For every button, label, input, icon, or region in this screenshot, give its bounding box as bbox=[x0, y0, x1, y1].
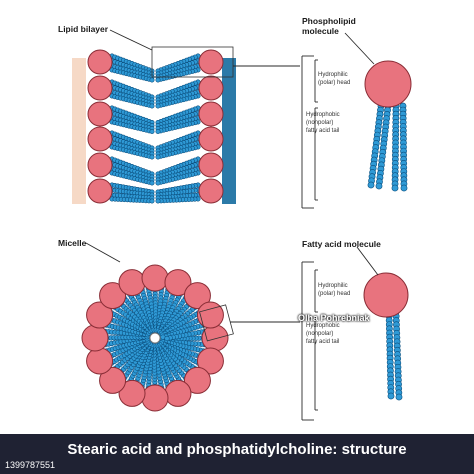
polar-head bbox=[118, 379, 146, 407]
tail-bead bbox=[387, 392, 395, 400]
hydrophilic-head-label-2-line1: Hydrophilic bbox=[318, 283, 348, 289]
tail-bead bbox=[149, 103, 155, 109]
polar-head bbox=[198, 152, 224, 178]
tail-bead bbox=[400, 184, 408, 192]
polar-head bbox=[164, 269, 192, 297]
fatty-acid-molecule-label: Fatty acid molecule bbox=[302, 239, 381, 249]
polar-head bbox=[196, 301, 224, 329]
tail-bead bbox=[149, 154, 155, 160]
hydrophilic-head-label-2-line2: (polar) head bbox=[318, 291, 351, 297]
micelle-label: Micelle bbox=[58, 238, 87, 248]
hydrophilic-head-label-1-line1: Hydrophilic bbox=[318, 72, 348, 78]
callout-lines bbox=[85, 29, 379, 421]
caption-bar bbox=[0, 434, 474, 474]
polar-head bbox=[141, 264, 169, 292]
tail-bead bbox=[164, 335, 170, 342]
polar-head bbox=[118, 269, 146, 297]
caption-title: Stearic acid and phosphatidylcholine: st… bbox=[67, 441, 407, 458]
polar-head bbox=[86, 347, 114, 375]
polar-head bbox=[198, 75, 224, 101]
polar-head bbox=[198, 126, 224, 152]
tail-bead bbox=[155, 198, 161, 204]
polar-head bbox=[81, 324, 109, 352]
tail-bead bbox=[395, 393, 403, 401]
polar-head bbox=[196, 347, 224, 375]
zoom-box-micelle bbox=[199, 304, 234, 342]
polar-head bbox=[164, 379, 192, 407]
polar-head bbox=[87, 178, 113, 204]
hydrophobic-tail-label-1-line2: (nonpolar) bbox=[306, 120, 334, 126]
polar-head bbox=[87, 49, 113, 75]
hydrophilic-head-label-1-line2: (polar) head bbox=[318, 80, 351, 86]
stock-id: 1399787551 bbox=[5, 460, 56, 470]
membrane-outer-right bbox=[222, 58, 236, 204]
polar-head bbox=[141, 384, 169, 412]
polar-head bbox=[183, 282, 211, 310]
micelle-center bbox=[149, 332, 161, 344]
lipid-bilayer-figure bbox=[72, 46, 236, 204]
hydrophobic-tail-label-2-line3: fatty acid tail bbox=[306, 339, 340, 345]
tail-bead bbox=[149, 129, 155, 135]
phospholipid-molecule-label-line1: Phospholipid bbox=[302, 16, 356, 26]
tail-bead bbox=[149, 77, 155, 83]
polar-head bbox=[87, 126, 113, 152]
tail-bead bbox=[155, 103, 161, 109]
polar-head bbox=[99, 282, 127, 310]
zoom-box-bilayer bbox=[151, 46, 234, 78]
tail-bead bbox=[375, 182, 383, 190]
polar-head bbox=[87, 101, 113, 127]
hydrophobic-tail-label-1-line1: Hydrophobic bbox=[306, 112, 340, 118]
hydrophobic-tail-label-2-line2: (nonpolar) bbox=[306, 331, 334, 337]
polar-head bbox=[87, 152, 113, 178]
polar-head bbox=[198, 49, 224, 75]
fatty-acid-molecule-figure bbox=[363, 272, 409, 401]
polar-head bbox=[99, 366, 127, 394]
tail-bead bbox=[155, 129, 161, 135]
polar-head bbox=[86, 301, 114, 329]
micelle-figure bbox=[81, 264, 234, 412]
callout-line bbox=[109, 29, 153, 51]
tail-bead bbox=[391, 184, 399, 192]
polar-head bbox=[201, 324, 229, 352]
tail-bead bbox=[155, 154, 161, 160]
hydrophobic-tail-label-1-line3: fatty acid tail bbox=[306, 128, 340, 134]
polar-head bbox=[198, 178, 224, 204]
tail-bead bbox=[149, 198, 155, 204]
polar-head bbox=[364, 60, 412, 108]
phospholipid-molecule-figure bbox=[364, 60, 412, 192]
tail-bead bbox=[155, 180, 161, 186]
phospholipid-molecule-label-line2: molecule bbox=[302, 26, 339, 36]
polar-head bbox=[363, 272, 409, 318]
hydrophobic-tail-label-2-line1: Hydrophobic bbox=[306, 323, 340, 329]
callout-line bbox=[356, 246, 379, 276]
callout-line bbox=[85, 242, 121, 263]
membrane-outer-left bbox=[72, 58, 86, 204]
author-credit: Olha Pohrebniak bbox=[298, 313, 370, 323]
tail-bead bbox=[367, 181, 375, 189]
lipid-bilayer-label: Lipid bilayer bbox=[58, 24, 109, 34]
polar-head bbox=[198, 101, 224, 127]
polar-head bbox=[87, 75, 113, 101]
callout-line bbox=[344, 32, 375, 65]
polar-head bbox=[183, 366, 211, 394]
tail-bead bbox=[149, 180, 155, 186]
tail-bead bbox=[155, 77, 161, 83]
